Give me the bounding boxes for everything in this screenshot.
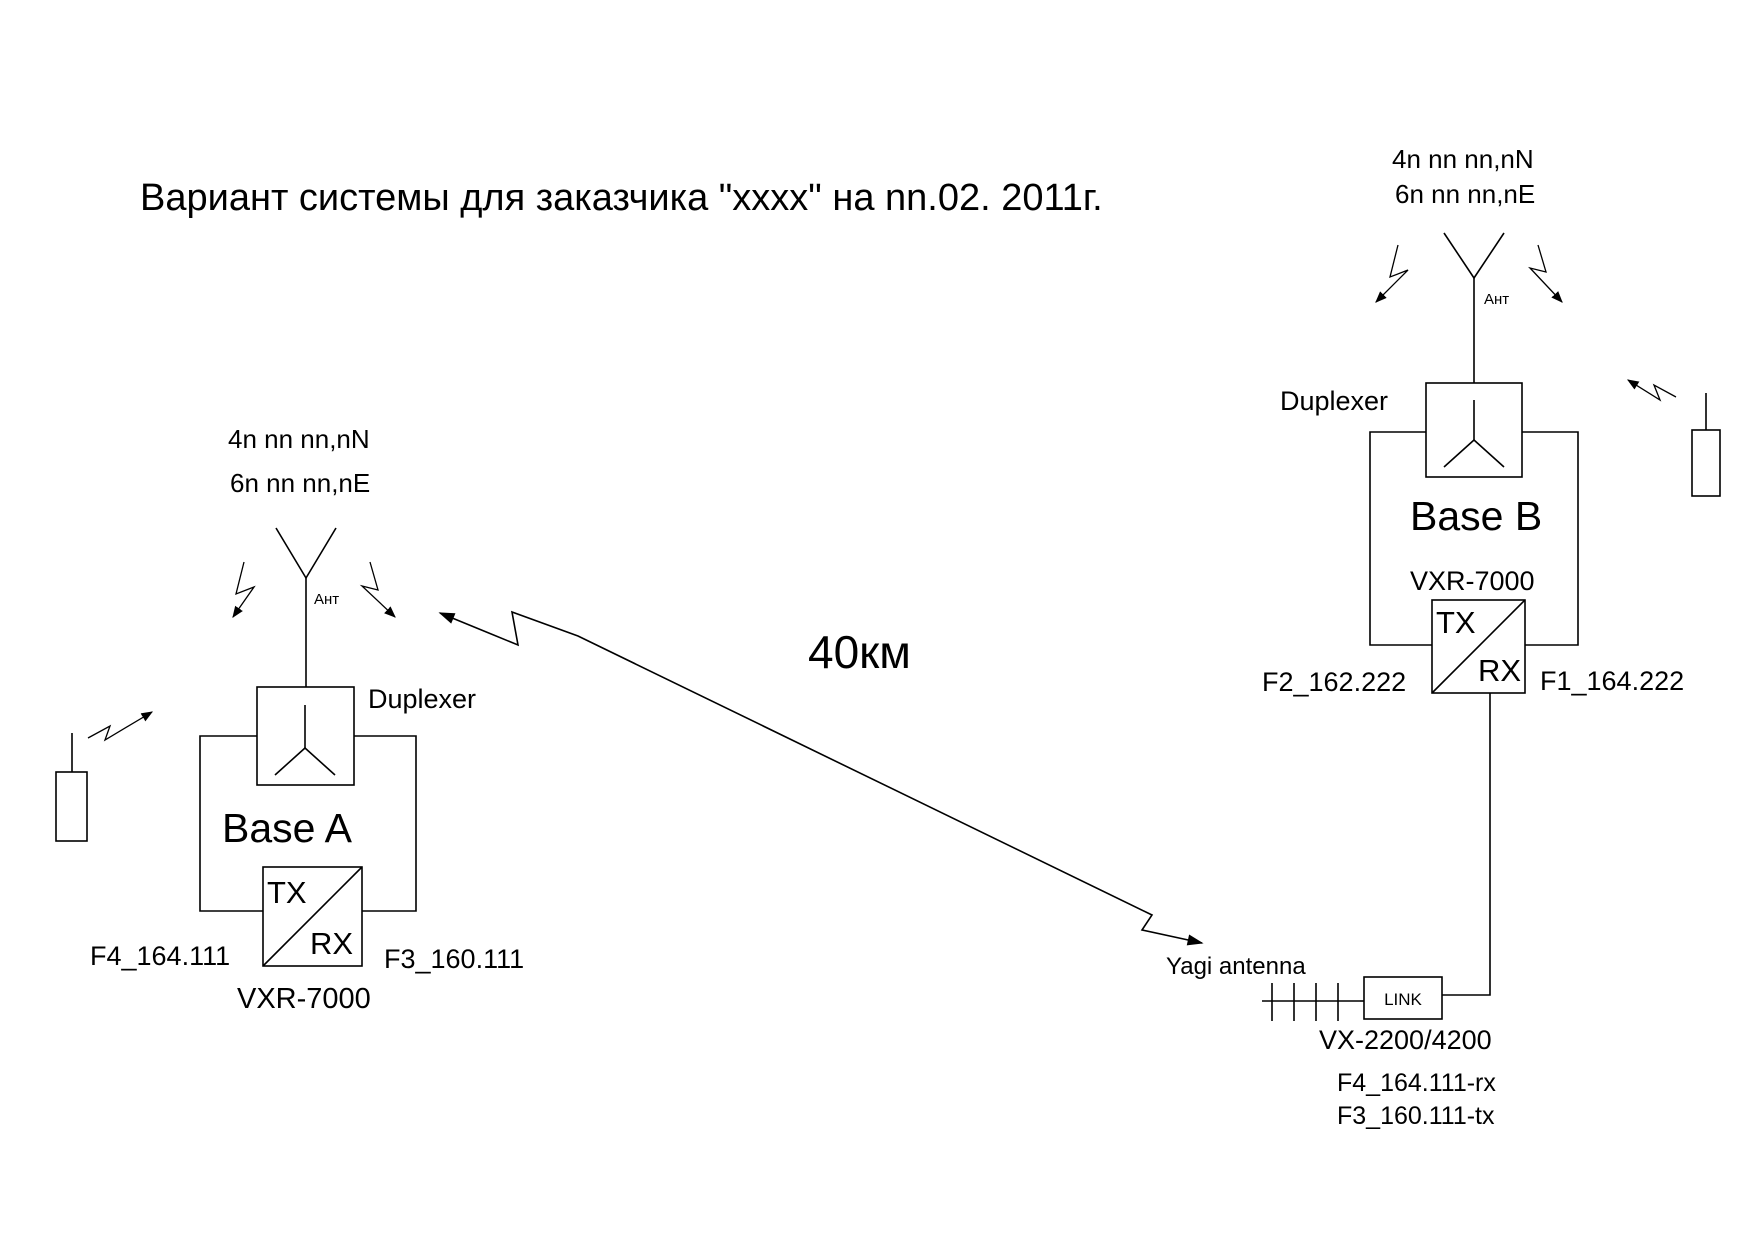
base-a-wire-right	[354, 735, 417, 912]
base-a-tx-label: TX	[267, 875, 307, 910]
base-a-label: Base A	[222, 805, 353, 851]
base-b-duplexer-label: Duplexer	[1280, 386, 1388, 416]
link-freq-tx: F3_160.111-tx	[1337, 1102, 1495, 1130]
base-b-signal-right-icon	[1528, 244, 1563, 303]
base-a-antenna-icon	[275, 527, 337, 687]
base-b-handheld-signal-icon	[1627, 379, 1677, 402]
link-freq-rx: F4_164.111-rx	[1337, 1069, 1496, 1097]
base-b-freq-left: F2_162.222	[1262, 667, 1406, 697]
distance-label: 40км	[808, 626, 911, 678]
link-box-label: LINK	[1384, 990, 1422, 1009]
base-a: 4n nn nn,nN 6n nn nn,nE Ант Duplexer Bas…	[55, 424, 524, 1015]
base-b-model: VXR-7000	[1410, 566, 1535, 596]
base-b-duplexer-icon	[1425, 382, 1523, 478]
base-a-wire-left	[199, 735, 263, 912]
base-b-signal-left-icon	[1375, 244, 1409, 303]
base-a-handheld-radio-icon	[55, 733, 88, 842]
base-a-duplexer-label: Duplexer	[368, 684, 476, 714]
base-b-antenna-label: Ант	[1484, 291, 1509, 308]
radio-link-40km	[438, 610, 1204, 946]
base-b-link-feed	[1442, 693, 1491, 996]
base-b-rx-label: RX	[1478, 653, 1521, 688]
base-b-label: Base B	[1410, 493, 1542, 539]
base-a-duplexer-icon	[256, 686, 355, 786]
base-b: 4n nn nn,nN 6n nn nn,nE Ант Duplexer Bas…	[1262, 144, 1721, 996]
base-a-antenna-label: Ант	[314, 591, 339, 608]
base-b-repeater-icon	[1431, 599, 1526, 694]
base-a-repeater-icon	[262, 866, 363, 967]
base-b-antenna-icon	[1443, 232, 1505, 383]
base-b-coord-lon: 6n nn nn,nE	[1395, 179, 1535, 209]
link-model: VX-2200/4200	[1319, 1025, 1492, 1055]
base-a-freq-right: F3_160.111	[384, 944, 524, 974]
base-a-coord-lat: 4n nn nn,nN	[228, 424, 370, 454]
base-a-coord-lon: 6n nn nn,nE	[230, 468, 370, 498]
link-terminal: Yagi antenna LINK VX-2200/4200 F4_164.11…	[1166, 953, 1496, 1130]
base-b-wire-left	[1369, 431, 1432, 646]
base-a-model: VXR-7000	[237, 983, 371, 1015]
base-a-signal-right-icon	[359, 561, 396, 618]
base-b-wire-right	[1522, 431, 1579, 646]
base-a-handheld-signal-icon	[87, 711, 154, 742]
base-a-freq-left: F4_164.111	[90, 941, 230, 971]
base-a-signal-left-icon	[232, 561, 256, 618]
base-b-handheld-radio-icon	[1691, 393, 1721, 497]
base-b-coord-lat: 4n nn nn,nN	[1392, 144, 1534, 174]
yagi-antenna-label: Yagi antenna	[1166, 953, 1306, 980]
yagi-antenna-icon	[1262, 983, 1364, 1021]
diagram-title: Вариант системы для заказчика "xxxx" на …	[140, 177, 1103, 219]
link-box	[1363, 976, 1443, 1020]
base-a-rx-label: RX	[310, 926, 353, 961]
base-b-freq-right: F1_164.222	[1540, 666, 1684, 696]
base-b-tx-label: TX	[1436, 605, 1476, 640]
